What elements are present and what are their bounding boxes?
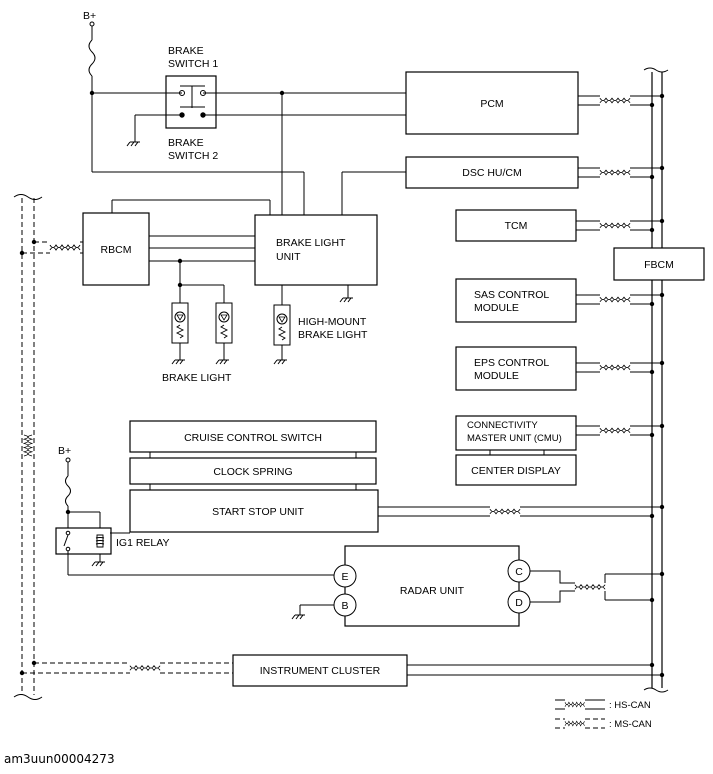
brake-light-unit: BRAKE LIGHT UNIT [254, 214, 378, 286]
brake-switch: BRAKE SWITCH 1 BRAKE SWITCH 2 [165, 45, 218, 162]
b-plus-mid-label: B+ [58, 445, 71, 457]
b-plus-mid: B+ [58, 445, 101, 537]
brake-switch-1-label-2: SWITCH 1 [168, 58, 218, 70]
radar-pin-c: C [515, 566, 523, 578]
rbcm-module: RBCM [82, 212, 150, 286]
legend-ms-can-label: : MS-CAN [609, 719, 652, 730]
cruise-control-switch: CRUISE CONTROL SWITCH [129, 420, 377, 453]
clock-spring: CLOCK SPRING [129, 457, 377, 485]
sas-module: SAS CONTROL MODULE [455, 278, 577, 323]
pcm-label: PCM [480, 98, 503, 110]
center-display-label: CENTER DISPLAY [471, 465, 561, 477]
high-mount-lamp [273, 304, 291, 346]
legend: : HS-CAN : MS-CAN [555, 699, 652, 730]
brake-light-lamp-left [171, 302, 189, 344]
eps-label-2: MODULE [474, 370, 519, 382]
radar-pin-b: B [341, 600, 348, 612]
b-plus-top: B+ [83, 10, 96, 172]
eps-label-1: EPS CONTROL [474, 357, 549, 369]
ig1-relay-label: IG1 RELAY [116, 537, 170, 549]
cruise-control-switch-label: CRUISE CONTROL SWITCH [184, 432, 322, 444]
brake-switch-2-label-1: BRAKE [168, 137, 204, 149]
cmu-label-1: CONNECTIVITY [467, 420, 538, 431]
radar-pin-d: D [515, 597, 523, 609]
radar-unit: RADAR UNIT E B C D [333, 545, 531, 627]
brake-switch-2-label-2: SWITCH 2 [168, 150, 218, 162]
sas-label-2: MODULE [474, 302, 519, 314]
tcm-module: TCM [455, 209, 577, 242]
figure-id-caption: am3uun00004273 [4, 752, 115, 766]
dsc-module: DSC HU/CM [405, 156, 579, 189]
ms-can-bus-left [13, 194, 43, 700]
legend-hs-can: : HS-CAN [555, 699, 651, 711]
high-mount-label-2: BRAKE LIGHT [298, 329, 368, 341]
legend-hs-can-label: : HS-CAN [609, 700, 651, 711]
fbcm-module: FBCM [613, 247, 705, 281]
fbcm-label: FBCM [644, 259, 674, 271]
brake-light-label: BRAKE LIGHT [162, 372, 232, 384]
start-stop-unit: START STOP UNIT [129, 489, 379, 533]
ig1-relay: IG1 RELAY [55, 527, 170, 555]
brake-light-unit-label-1: BRAKE LIGHT [276, 237, 346, 249]
pcm-module: PCM [405, 71, 579, 135]
cmu-module: CONNECTIVITY MASTER UNIT (CMU) [455, 415, 577, 451]
cmu-label-2: MASTER UNIT (CMU) [467, 433, 562, 444]
can-bus-right [643, 67, 669, 693]
clock-spring-label: CLOCK SPRING [213, 466, 292, 478]
center-display-module: CENTER DISPLAY [455, 454, 577, 486]
instrument-cluster-label: INSTRUMENT CLUSTER [260, 665, 381, 677]
tcm-label: TCM [505, 220, 528, 232]
brake-switch-1-label-1: BRAKE [168, 45, 204, 57]
rbcm-label: RBCM [101, 244, 132, 256]
radar-pin-e: E [341, 571, 348, 583]
fuse-icon [88, 39, 96, 77]
dsc-label: DSC HU/CM [462, 167, 522, 179]
sas-label-1: SAS CONTROL [474, 289, 549, 301]
instrument-cluster: INSTRUMENT CLUSTER [232, 654, 408, 687]
eps-module: EPS CONTROL MODULE [455, 346, 577, 391]
b-plus-top-label: B+ [83, 10, 96, 22]
high-mount-label-1: HIGH-MOUNT [298, 316, 367, 328]
radar-unit-label: RADAR UNIT [400, 585, 465, 597]
brake-light-lamp-right [215, 302, 233, 344]
brake-light-unit-label-2: UNIT [276, 251, 301, 263]
start-stop-unit-label: START STOP UNIT [212, 506, 304, 518]
fuse-icon [65, 475, 71, 507]
legend-ms-can: : MS-CAN [555, 718, 652, 730]
